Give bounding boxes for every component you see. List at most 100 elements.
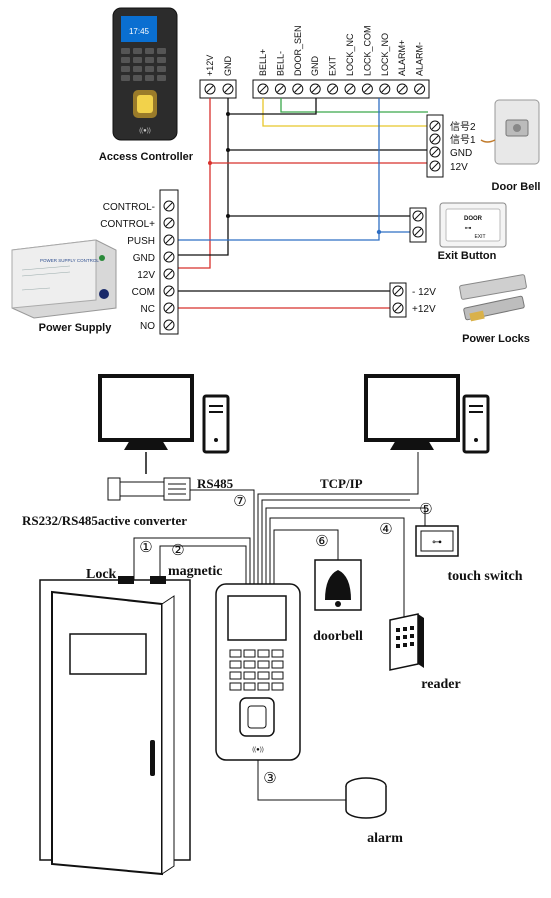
door-bell-label: Door Bell xyxy=(492,181,541,193)
lock-terminal-screw xyxy=(327,83,339,95)
bell-icon xyxy=(314,559,362,611)
controller-terminal-labels: +12V GND xyxy=(205,55,233,76)
doorbell-terminal-screw xyxy=(429,133,441,145)
psu-terminal-screw xyxy=(163,200,175,212)
lock-terminal-label: LOCK_NC xyxy=(345,33,355,76)
doorbell-label: doorbell xyxy=(313,629,363,644)
marker-2: ② xyxy=(171,543,184,559)
marker-7: ⑦ xyxy=(233,494,246,510)
lock-plus-12v-label: +12V xyxy=(412,304,436,315)
marker-6: ⑥ xyxy=(315,534,328,550)
psu-terminal-screw xyxy=(163,268,175,280)
doorbell-terminal-screw xyxy=(429,160,441,172)
psu-terminal-screw xyxy=(163,217,175,229)
lock-terminal-screw xyxy=(361,83,373,95)
lock-minus-12v-label: - 12V xyxy=(412,287,436,298)
power-supply-device: POWER SUPPLY CONTROL xyxy=(11,239,117,319)
controller-terminal-screw xyxy=(222,83,234,95)
lock-terminal-screw xyxy=(309,83,321,95)
rs485-converter-icon xyxy=(107,452,191,501)
marker-5: ⑤ xyxy=(419,502,432,518)
lock-terminal-screw xyxy=(274,83,286,95)
lock-terminal-screw xyxy=(257,83,269,95)
exit-plate-text: DOOR xyxy=(464,216,483,222)
psu-terminal-label: NO xyxy=(140,321,155,332)
lock-terminal-label: LOCK_NO xyxy=(380,33,390,76)
doorbell-terminal-screw xyxy=(429,146,441,158)
psu-panel-title: POWER SUPPLY CONTROL xyxy=(40,258,99,263)
key-icon: ⊶ xyxy=(465,225,472,232)
terminal-device: ((●)) xyxy=(215,583,301,761)
exit-terminal-screws xyxy=(412,210,424,238)
lock-terminal-label: EXIT xyxy=(328,55,338,76)
marker-4: ④ xyxy=(379,522,392,538)
psu-terminal-label: CONTROL+ xyxy=(100,219,155,230)
lock-terminal-screw xyxy=(379,83,391,95)
access-controller-device: 17:45 ((●)) xyxy=(112,7,178,141)
left-computer-icon xyxy=(98,374,230,454)
doorbell-terminal-label: 12V xyxy=(450,162,468,173)
psu-terminal-label: PUSH xyxy=(127,236,155,247)
magnetic-label: magnetic xyxy=(168,564,222,579)
circled-number-markers: ① ② ③ ④ ⑤ ⑥ ⑦ xyxy=(139,494,432,787)
lock-terminal-label: BELL- xyxy=(275,51,285,76)
psu-terminal-screw xyxy=(163,319,175,331)
psu-terminal-label: 12V xyxy=(137,270,155,281)
power-locks-device xyxy=(459,274,527,322)
psu-terminal-label: GND xyxy=(133,253,155,264)
lock-power-screws xyxy=(392,285,404,314)
touch-switch-label: touch switch xyxy=(447,569,522,584)
psu-terminal-screw xyxy=(163,251,175,263)
lock-terminal-label: BELL+ xyxy=(258,49,268,76)
lock-terminal-screw xyxy=(396,83,408,95)
alarm-icon xyxy=(345,777,387,819)
svg-text:⊶: ⊶ xyxy=(432,537,442,548)
lock-terminal-label: ALARM+ xyxy=(397,40,407,76)
psu-terminal-screw xyxy=(163,285,175,297)
top-wires xyxy=(178,98,428,309)
alarm-label: alarm xyxy=(367,831,403,846)
controller-terminal-label: +12V xyxy=(205,55,215,76)
reader-label: reader xyxy=(421,677,460,692)
lock-terminal-label: GND xyxy=(310,56,320,77)
psu-terminal-label: NC xyxy=(141,304,155,315)
svg-text:((●)): ((●)) xyxy=(252,747,264,753)
lock-terminal-label: LOCK_COM xyxy=(362,25,372,76)
lock-terminal-labels: BELL+ BELL- DOOR_SEN GND EXIT LOCK_NC LOCK_COM… xyxy=(258,25,425,76)
psu-terminal-labels: CONTROL- CONTROL+ PUSH GND 12V COM NC NO xyxy=(100,202,155,332)
power-locks-label: Power Locks xyxy=(462,333,530,345)
psu-terminal-screw xyxy=(163,234,175,246)
doorbell-terminal-label: 信号2 xyxy=(450,121,476,133)
psu-terminal-label: CONTROL- xyxy=(103,202,155,213)
controller-terminal-label: GND xyxy=(223,56,233,77)
lock-terminal-screw xyxy=(292,83,304,95)
door-icon xyxy=(39,576,191,876)
doorbell-device xyxy=(480,99,540,165)
rs485-label: RS485 xyxy=(197,476,234,491)
right-computer-icon xyxy=(364,374,490,454)
doorbell-terminal-screw xyxy=(429,120,441,132)
marker-3: ③ xyxy=(263,771,276,787)
doorbell-terminal-label: 信号1 xyxy=(450,134,476,146)
tcpip-label: TCP/IP xyxy=(320,476,363,491)
psu-terminal-label: COM xyxy=(132,287,155,298)
exit-button-device: DOOR ⊶ EXIT xyxy=(439,202,507,248)
touch-switch-icon: ⊶ xyxy=(415,525,459,557)
lock-terminal-label: ALARM- xyxy=(415,42,425,76)
controller-terminal-screw xyxy=(204,83,216,95)
lock-terminal-label: DOOR_SEN xyxy=(293,25,303,76)
lock-terminal-screw xyxy=(344,83,356,95)
exit-plate-sub: EXIT xyxy=(474,234,485,240)
converter-label: RS232/RS485active converter xyxy=(22,513,187,528)
lock-label: Lock xyxy=(86,567,117,582)
controller-screen-time: 17:45 xyxy=(129,27,150,36)
doorbell-terminal-block xyxy=(426,114,444,178)
lock-terminal-screw xyxy=(414,83,426,95)
reader-icon xyxy=(389,613,424,671)
doorbell-terminal-label: GND xyxy=(450,148,472,159)
marker-1: ① xyxy=(139,540,152,556)
bottom-wires xyxy=(133,452,426,801)
exit-button-label: Exit Button xyxy=(438,250,497,262)
